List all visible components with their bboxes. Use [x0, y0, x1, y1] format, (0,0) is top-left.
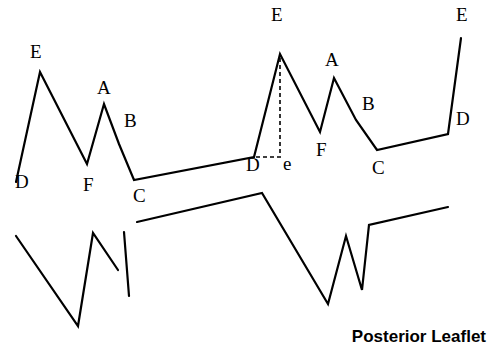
point-letter: C: [372, 158, 385, 177]
dashed-drop: [279, 58, 281, 156]
point-letter: B: [362, 94, 375, 113]
point-letter: E: [30, 42, 42, 61]
posterior-leaflet-trace: [137, 193, 448, 304]
point-letter: A: [97, 78, 111, 97]
posterior-leaflet-trace: [16, 233, 118, 326]
dashed-baseline: [256, 156, 282, 158]
anterior-leaflet-trace: [16, 38, 461, 182]
point-letter: C: [133, 186, 146, 205]
point-letter: D: [456, 109, 470, 128]
point-letter: A: [325, 50, 339, 69]
posterior-leaflet-trace: [124, 232, 129, 296]
point-letter: D: [15, 172, 29, 191]
point-letter: F: [316, 140, 327, 159]
point-letter: E: [271, 5, 283, 24]
posterior-leaflet-label: Posterior Leaflet: [352, 328, 486, 345]
point-letter: E: [456, 5, 468, 24]
point-letter: e: [283, 154, 291, 173]
point-letter: F: [83, 175, 94, 194]
point-letter: B: [124, 111, 137, 130]
point-letter: D: [246, 155, 260, 174]
